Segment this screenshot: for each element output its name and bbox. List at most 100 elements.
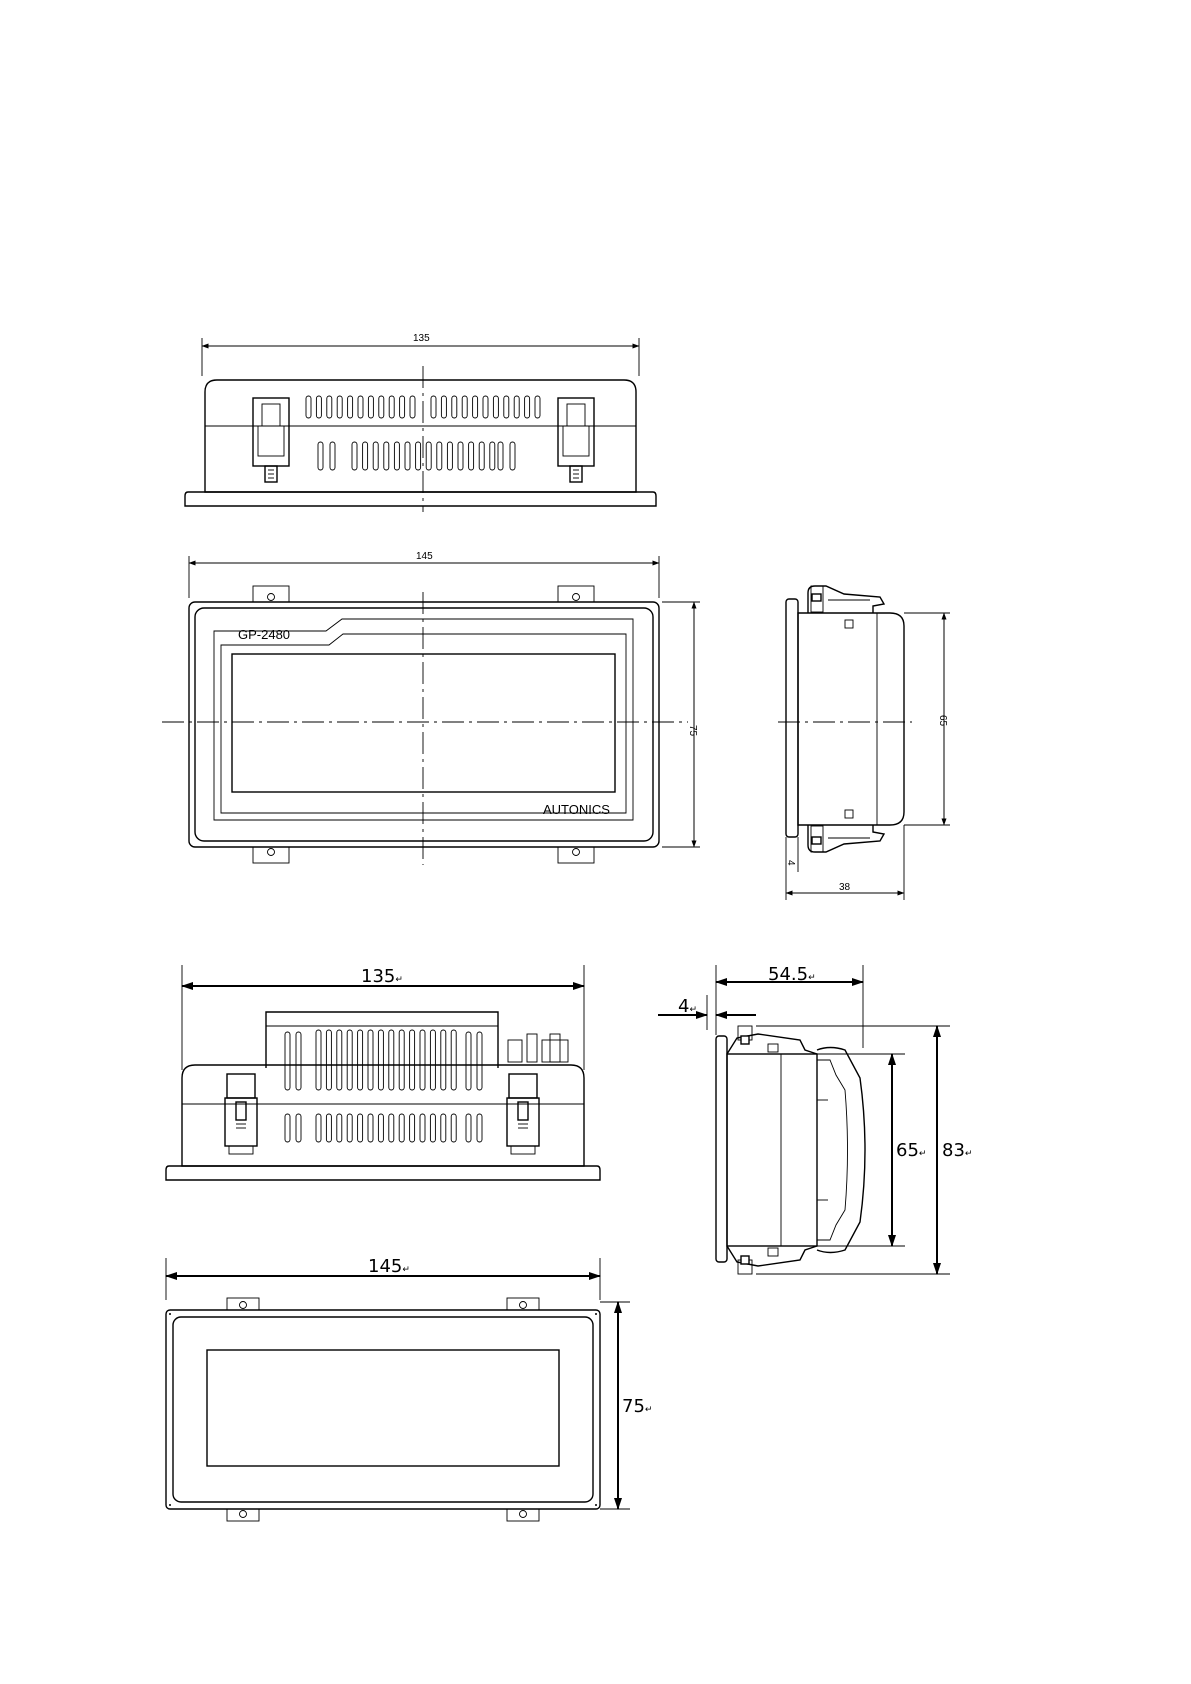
vent-slot — [337, 1114, 342, 1142]
screw-hole — [573, 849, 580, 856]
vent-slot — [316, 396, 321, 418]
terminal-block — [508, 1034, 568, 1062]
front-view-2-width-label: 145↵ — [368, 1256, 410, 1277]
vent-slot — [352, 442, 357, 470]
vent-slot — [285, 1032, 290, 1090]
vent-slot — [285, 1114, 290, 1142]
bracket-right — [558, 398, 594, 482]
vent-slot — [416, 442, 421, 470]
mounting-tab — [253, 586, 289, 602]
screw-hole — [268, 594, 275, 601]
vent-slot — [510, 442, 515, 470]
side-view-2: 54.5↵ 4↵ 65↵ 83↵ — [658, 964, 972, 1274]
vent-slot — [326, 1114, 331, 1142]
vent-slot — [451, 1030, 456, 1090]
side-view-1-height-label: 65 — [937, 715, 948, 727]
top-view-2-width-label: 135↵ — [361, 966, 403, 987]
side-view-1-depth-label: 38 — [839, 882, 851, 893]
vent-slot — [378, 1030, 383, 1090]
vent-slot — [504, 396, 509, 418]
vent-slot — [410, 1030, 415, 1090]
vent-slot — [426, 442, 431, 470]
vent-slot — [458, 442, 463, 470]
vent-slot — [358, 1030, 363, 1090]
top-view-1: 135 — [185, 333, 656, 512]
vent-slot — [535, 396, 540, 418]
mounting-tab — [253, 847, 289, 863]
top-view-2: 135↵ — [166, 965, 600, 1180]
vent-slot — [441, 1030, 446, 1090]
vent-slot — [483, 396, 488, 418]
vent-slot — [469, 442, 474, 470]
vent-slot — [437, 442, 442, 470]
vent-slot — [368, 396, 373, 418]
vent-slot — [477, 1114, 482, 1142]
bracket-left — [253, 398, 289, 482]
side-view-1: 65 38 4 — [778, 586, 950, 900]
side-view-2-outer-height-label: 83↵ — [942, 1140, 972, 1161]
vent-slot — [318, 442, 323, 470]
model-label: GP-2480 — [238, 627, 290, 642]
vent-slot — [379, 396, 384, 418]
vent-slot — [384, 442, 389, 470]
vent-slot — [394, 442, 399, 470]
vent-slot — [368, 1114, 373, 1142]
screw-hole — [240, 1511, 247, 1518]
vent-slot — [430, 1030, 435, 1090]
vent-slot — [514, 396, 519, 418]
screw-hole — [573, 594, 580, 601]
screw-hole — [268, 849, 275, 856]
vent-slot — [420, 1030, 425, 1090]
screw-hole — [520, 1302, 527, 1309]
bracket-left-2 — [225, 1074, 257, 1154]
vent-slot — [420, 1114, 425, 1142]
brand-label: AUTONICS — [543, 802, 610, 817]
vent-slot — [327, 396, 332, 418]
vent-slot — [326, 1030, 331, 1090]
mounting-tab — [558, 847, 594, 863]
vent-slot — [363, 442, 368, 470]
vent-slot — [389, 1114, 394, 1142]
vent-slot — [477, 1032, 482, 1090]
bracket-right-2 — [507, 1074, 539, 1154]
vent-slot — [316, 1114, 321, 1142]
top-view-1-width-label: 135 — [413, 333, 430, 344]
vent-slot — [373, 442, 378, 470]
vent-slot — [337, 1030, 342, 1090]
vent-slot — [410, 396, 415, 418]
mounting-tab — [558, 586, 594, 602]
vent-slot — [430, 1114, 435, 1142]
vent-slot — [405, 442, 410, 470]
vent-slot — [316, 1030, 321, 1090]
vent-slot — [466, 1032, 471, 1090]
side-view-1-panel-label: 4 — [785, 860, 796, 866]
side-view-2-inner-height-label: 65↵ — [896, 1140, 926, 1161]
vent-slot — [498, 442, 503, 470]
screw-hole — [520, 1511, 527, 1518]
vent-slot — [337, 396, 342, 418]
screw-hole — [240, 1302, 247, 1309]
vent-slot — [466, 1114, 471, 1142]
vent-slot — [451, 1114, 456, 1142]
vent-slot — [389, 1030, 394, 1090]
vent-slot — [441, 396, 446, 418]
front-view-1: 145 75 GP-2480 AUTONICS — [162, 551, 700, 865]
vent-slot — [399, 1114, 404, 1142]
vent-slot — [306, 396, 311, 418]
vent-slot — [400, 396, 405, 418]
vent-slot — [452, 396, 457, 418]
vent-slot — [462, 396, 467, 418]
vent-slot — [410, 1114, 415, 1142]
vent-slot — [490, 442, 495, 470]
vent-slot — [347, 1114, 352, 1142]
vent-slot — [330, 442, 335, 470]
vent-slot — [447, 442, 452, 470]
vent-slot — [296, 1114, 301, 1142]
vent-slot — [358, 1114, 363, 1142]
vent-slot — [473, 396, 478, 418]
vent-slot — [358, 396, 363, 418]
front-view-2-height-label: 75↵ — [622, 1396, 652, 1417]
front-view-2: 145↵ 75↵ — [166, 1256, 652, 1521]
vent-slot — [347, 1030, 352, 1090]
